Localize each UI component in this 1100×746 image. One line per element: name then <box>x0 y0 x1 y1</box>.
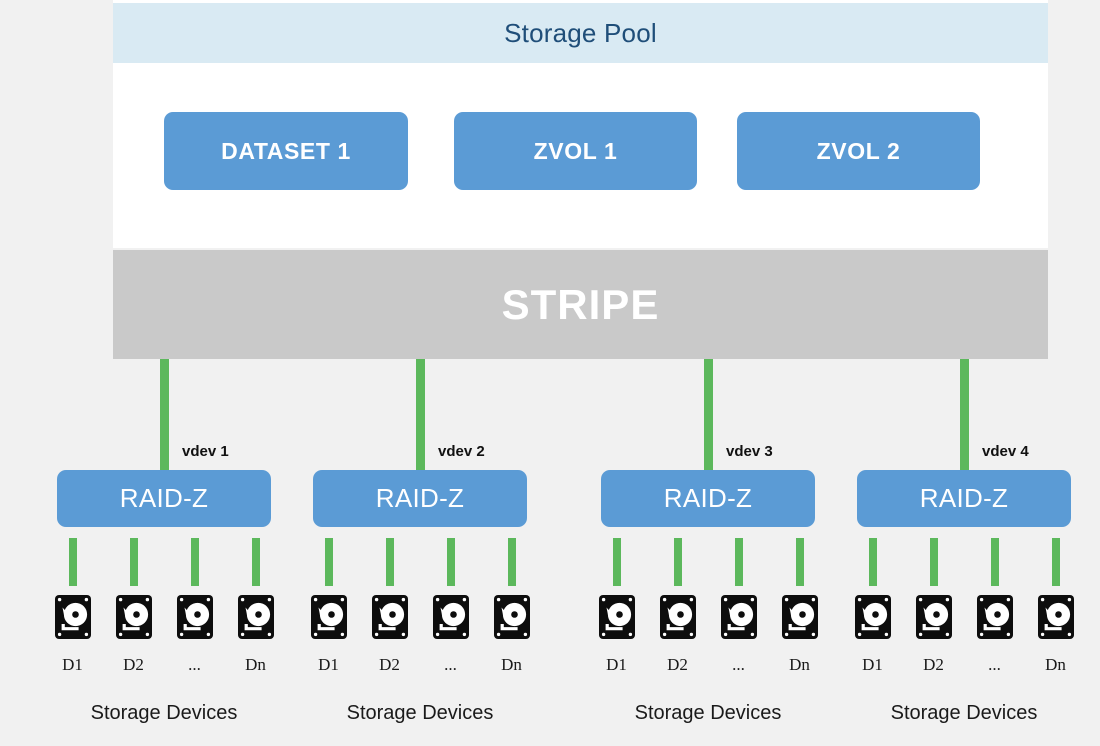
connector-vdev-2-disk-1 <box>324 538 333 586</box>
hard-disk-icon[interactable] <box>598 594 636 640</box>
disk-label-3-2: D2 <box>667 655 688 674</box>
hard-disk-icon[interactable] <box>915 594 953 640</box>
connector-vdev-4-disk-2 <box>929 538 938 586</box>
storage-pool-header: Storage Pool <box>113 3 1048 63</box>
hard-disk-icon[interactable] <box>854 594 892 640</box>
connector-vdev-1-disk-3 <box>190 538 199 586</box>
stripe-label: STRIPE <box>501 280 660 328</box>
storage-pool-card: Storage Pool DATASET 1 ZVOL 1 ZVOL 2 <box>113 0 1048 248</box>
hard-disk-icon[interactable] <box>432 594 470 640</box>
vdev-label-1: vdev 1 <box>182 443 229 460</box>
disk-label-4-2: D2 <box>923 655 944 674</box>
storage-devices-caption-1: Storage Devices <box>90 702 238 724</box>
disk-label-3-4: Dn <box>789 655 810 674</box>
raidz-box-vdev-1[interactable]: RAID-Z <box>57 470 271 527</box>
connector-vdev-1-disk-2 <box>129 538 138 586</box>
hard-disk-icon[interactable] <box>976 594 1014 640</box>
stripe-band: STRIPE <box>113 250 1048 359</box>
disk-label-4-3: ... <box>988 655 1001 674</box>
hard-disk-icon[interactable] <box>371 594 409 640</box>
connector-vdev-4-disk-1 <box>868 538 877 586</box>
disk-label-2-3: ... <box>444 655 457 674</box>
connector-vdev-4-disk-3 <box>990 538 999 586</box>
pool-children-row: DATASET 1 ZVOL 1 ZVOL 2 <box>113 112 1048 190</box>
hard-disk-icon[interactable] <box>176 594 214 640</box>
connector-stripe-to-vdev-3 <box>703 359 713 471</box>
storage-devices-caption-3: Storage Devices <box>634 702 782 724</box>
pool-child-zvol-1[interactable]: ZVOL 1 <box>454 112 697 190</box>
vdev-label-2: vdev 2 <box>438 443 485 460</box>
vdev-label-4: vdev 4 <box>982 443 1029 460</box>
hard-disk-icon[interactable] <box>720 594 758 640</box>
disk-label-4-1: D1 <box>862 655 883 674</box>
connector-vdev-2-disk-3 <box>446 538 455 586</box>
connector-vdev-1-disk-4 <box>251 538 260 586</box>
disk-label-2-4: Dn <box>501 655 522 674</box>
disk-label-1-2: D2 <box>123 655 144 674</box>
disk-label-2-2: D2 <box>379 655 400 674</box>
hard-disk-icon[interactable] <box>54 594 92 640</box>
hard-disk-icon[interactable] <box>781 594 819 640</box>
storage-devices-caption-4: Storage Devices <box>890 702 1038 724</box>
storage-pool-title: Storage Pool <box>504 17 657 48</box>
connector-vdev-3-disk-1 <box>612 538 621 586</box>
hard-disk-icon[interactable] <box>237 594 275 640</box>
disk-label-1-4: Dn <box>245 655 266 674</box>
raidz-box-vdev-4[interactable]: RAID-Z <box>857 470 1071 527</box>
connector-vdev-3-disk-3 <box>734 538 743 586</box>
connector-vdev-1-disk-1 <box>68 538 77 586</box>
disk-label-3-3: ... <box>732 655 745 674</box>
connector-vdev-2-disk-4 <box>507 538 516 586</box>
raidz-box-vdev-3[interactable]: RAID-Z <box>601 470 815 527</box>
pool-child-zvol-2[interactable]: ZVOL 2 <box>737 112 980 190</box>
connector-stripe-to-vdev-1 <box>159 359 169 471</box>
disk-label-4-4: Dn <box>1045 655 1066 674</box>
connector-vdev-3-disk-4 <box>795 538 804 586</box>
disk-label-1-3: ... <box>188 655 201 674</box>
hard-disk-icon[interactable] <box>493 594 531 640</box>
hard-disk-icon[interactable] <box>115 594 153 640</box>
disk-label-2-1: D1 <box>318 655 339 674</box>
raidz-box-vdev-2[interactable]: RAID-Z <box>313 470 527 527</box>
hard-disk-icon[interactable] <box>1037 594 1075 640</box>
connector-vdev-2-disk-2 <box>385 538 394 586</box>
hard-disk-icon[interactable] <box>659 594 697 640</box>
storage-devices-caption-2: Storage Devices <box>346 702 494 724</box>
connector-vdev-3-disk-2 <box>673 538 682 586</box>
connector-stripe-to-vdev-2 <box>415 359 425 471</box>
hard-disk-icon[interactable] <box>310 594 348 640</box>
pool-child-dataset-1[interactable]: DATASET 1 <box>164 112 408 190</box>
connector-stripe-to-vdev-4 <box>959 359 969 471</box>
disk-label-1-1: D1 <box>62 655 83 674</box>
disk-label-3-1: D1 <box>606 655 627 674</box>
connector-vdev-4-disk-4 <box>1051 538 1060 586</box>
vdev-label-3: vdev 3 <box>726 443 773 460</box>
